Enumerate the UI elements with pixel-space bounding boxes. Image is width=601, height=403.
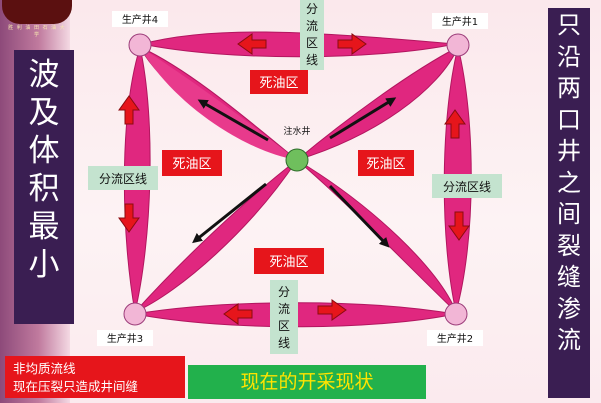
injector-well xyxy=(285,148,309,172)
right-panel-char: 裂 xyxy=(557,231,581,260)
red-arrow-top-left xyxy=(237,33,267,55)
red-arrow-left-down xyxy=(118,203,140,233)
left-panel: 波 及 体 积 最 小 xyxy=(14,50,74,324)
dead-oil-label-box xyxy=(250,70,308,94)
well-label-box xyxy=(112,11,168,27)
diversion-char-top: 分 xyxy=(306,2,318,16)
right-panel-char: 只 xyxy=(557,11,581,39)
red-arrow-right-down xyxy=(448,211,470,241)
diversion-char-bottom: 分 xyxy=(278,285,290,299)
well-3-label: 生产井3 xyxy=(107,332,143,345)
diversion-char-top: 线 xyxy=(306,53,318,67)
diversion-char-bottom: 区 xyxy=(278,319,290,333)
right-panel-char: 缝 xyxy=(557,263,581,291)
right-panel-char: 渗 xyxy=(557,294,581,323)
diversion-label-left: 分流区线 xyxy=(99,172,147,186)
red-arrow-bottom-left xyxy=(223,303,253,325)
right-panel-char: 间 xyxy=(557,200,581,228)
diversion-label-box-vertical xyxy=(300,0,324,70)
well-2-label: 生产井2 xyxy=(437,332,473,345)
red-arrow-top-right xyxy=(337,33,367,55)
diversion-label-right: 分流区线 xyxy=(443,180,491,194)
right-panel-char: 流 xyxy=(557,326,581,354)
well-1-label: 生产井1 xyxy=(442,15,478,28)
red-arrow-bottom-right xyxy=(317,299,347,321)
left-panel-char: 积 xyxy=(28,171,60,207)
diversion-label-box xyxy=(432,174,502,198)
right-panel: 只 沿 两 口 井 之 间 裂 缝 渗 流 xyxy=(548,8,590,398)
dead-oil-label-bottom: 死油区 xyxy=(269,255,308,270)
fracture-top xyxy=(141,31,456,58)
well-label-box xyxy=(432,13,488,29)
dead-oil-label-left: 死油区 xyxy=(172,157,211,172)
flow-arrow-ne xyxy=(329,97,397,140)
red-arrow-right-up xyxy=(444,109,466,139)
diversion-char-bottom: 线 xyxy=(278,336,290,350)
flow-arrow-se xyxy=(328,184,390,248)
petal-to-well-4-side xyxy=(140,47,297,160)
logo-text: 胜 利 油 田 石 油 大 学 xyxy=(8,25,66,38)
flow-arrow-nw xyxy=(197,99,269,142)
note-line-2: 现在压裂只造成井间缝 xyxy=(13,379,139,394)
left-panel-char: 波 xyxy=(28,57,60,93)
diversion-char-top: 区 xyxy=(306,36,318,50)
well-label-box xyxy=(97,330,153,346)
well-4-label: 生产井4 xyxy=(122,13,158,26)
dead-oil-label-box xyxy=(254,248,324,274)
right-panel-char: 口 xyxy=(557,105,581,134)
left-panel-char: 及 xyxy=(28,95,60,131)
left-panel-char: 小 xyxy=(28,247,60,283)
left-panel-char: 体 xyxy=(28,133,60,169)
diversion-label-box xyxy=(88,166,158,190)
left-panel-char: 最 xyxy=(28,209,60,245)
producer-well-1 xyxy=(446,33,470,57)
right-panel-char: 井 xyxy=(557,137,581,165)
red-arrow-left-up xyxy=(118,95,140,125)
diversion-label-box-vertical xyxy=(270,280,298,354)
flow-arrow-sw xyxy=(192,182,267,244)
logo-badge xyxy=(2,0,72,24)
diagram-caption: 现在的开采现状 xyxy=(188,365,426,399)
injector-label: 注水井 xyxy=(283,125,310,137)
diversion-char-bottom: 流 xyxy=(278,302,290,316)
dead-oil-label-box xyxy=(358,150,414,176)
dead-oil-label-top: 死油区 xyxy=(259,76,298,91)
well-label-box xyxy=(427,330,483,346)
producer-well-3 xyxy=(123,302,147,326)
dead-oil-label-box xyxy=(162,150,222,176)
producer-well-4 xyxy=(128,33,152,57)
producer-well-2 xyxy=(444,302,468,326)
heterogeneous-note: 非均质流线 现在压裂只造成井间缝 xyxy=(5,356,185,398)
right-panel-char: 之 xyxy=(557,168,581,197)
right-panel-char: 沿 xyxy=(557,42,581,71)
note-line-1: 非均质流线 xyxy=(13,361,76,376)
diversion-char-top: 流 xyxy=(306,19,318,33)
right-panel-char: 两 xyxy=(557,74,581,102)
dead-oil-label-right: 死油区 xyxy=(366,157,405,172)
